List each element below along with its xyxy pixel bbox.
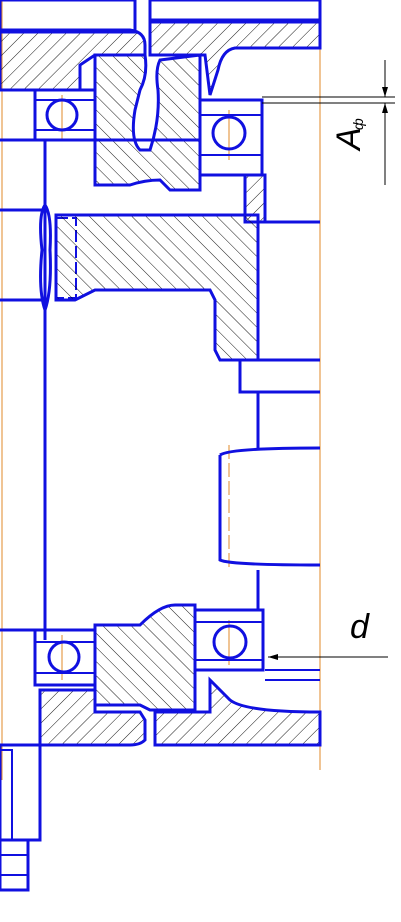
bottom-right-cover	[153, 676, 322, 747]
top-left-spacer	[0, 0, 137, 34]
dimension-a-label: A	[330, 127, 368, 150]
dimension-d-label: d	[350, 608, 369, 646]
input-shaft	[0, 138, 200, 640]
dimension-a	[262, 60, 395, 185]
top-right-spacer	[148, 0, 322, 24]
top-gear-body	[93, 53, 202, 192]
bearing-ball	[211, 115, 247, 151]
gear-hub-outline	[238, 220, 320, 610]
output-gear-section	[218, 446, 321, 567]
bottom-housing	[0, 628, 322, 842]
shaft-end	[0, 749, 30, 892]
bearing-ball	[47, 640, 81, 674]
gear-hub	[54, 213, 260, 362]
bearing-top-right	[198, 98, 267, 224]
bearing-ball	[212, 624, 248, 660]
dimension-a-subscript: ф	[350, 118, 366, 130]
bottom-left-cover	[38, 688, 147, 747]
top-housing	[0, 0, 322, 96]
bottom-gear-body	[93, 603, 197, 712]
top-right-cover	[148, 18, 322, 96]
bearing-top-left	[33, 88, 97, 142]
